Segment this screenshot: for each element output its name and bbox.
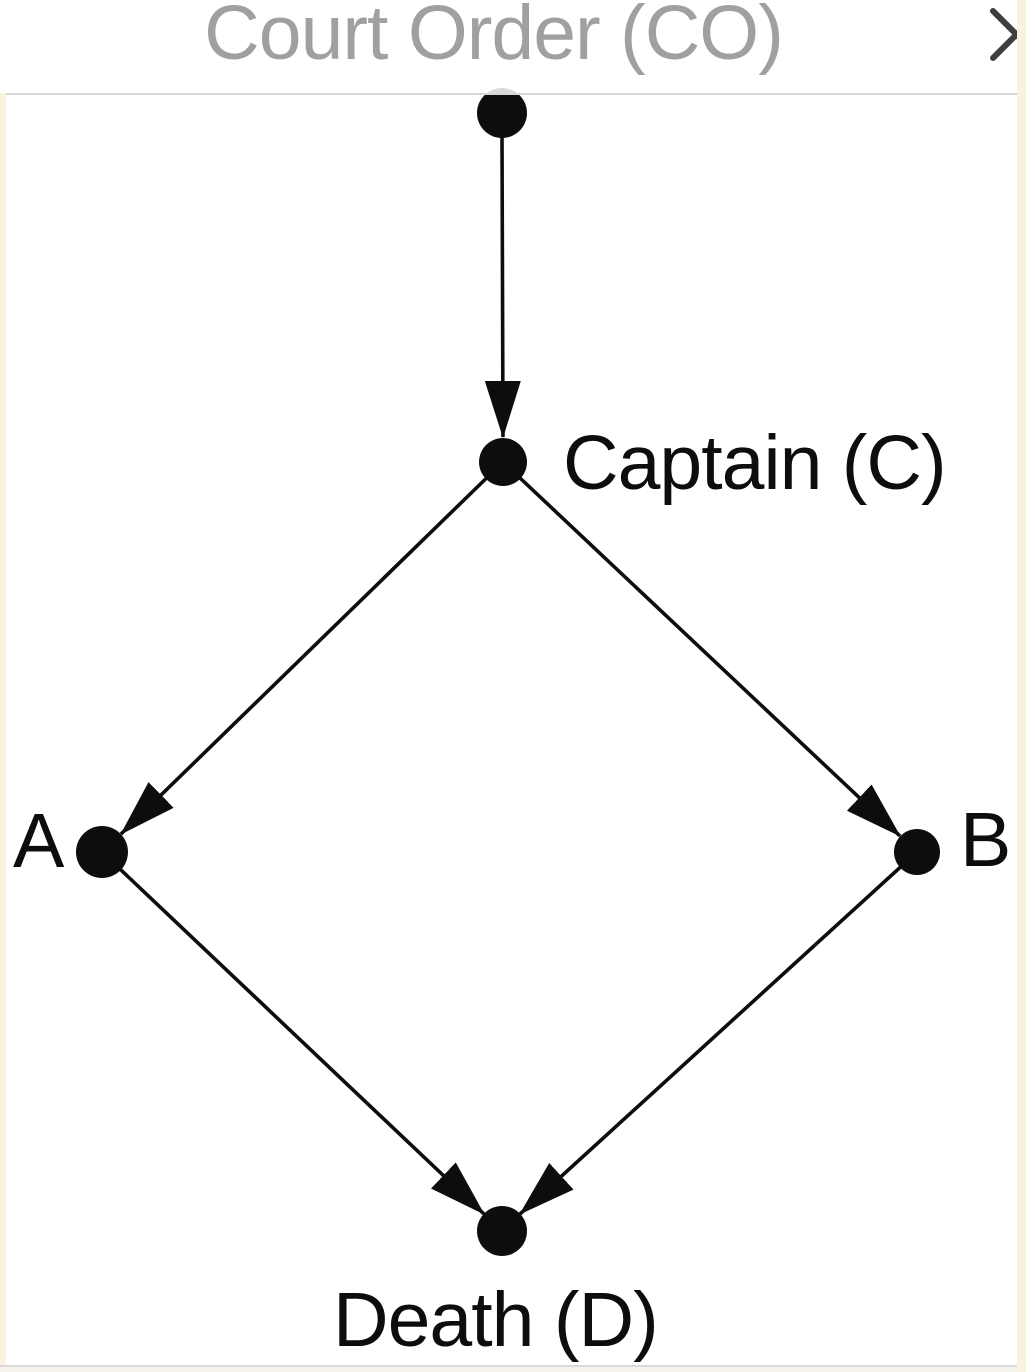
- node-court-order[interactable]: [477, 88, 527, 138]
- close-icon[interactable]: [988, 7, 1026, 63]
- edge-a-to-death[interactable]: [100, 850, 486, 1216]
- page-title: Court Order (CO): [204, 0, 784, 76]
- bottom-edge-strip: [0, 1365, 1026, 1372]
- edge-court-order-to-captain[interactable]: [484, 135, 521, 438]
- node-label-b: B: [960, 797, 1011, 883]
- node-label-death: Death (D): [333, 1277, 659, 1363]
- node-label-a: A: [13, 798, 64, 884]
- header-bar: Court Order (CO): [0, 0, 1026, 95]
- node-b[interactable]: [894, 829, 940, 875]
- right-edge-strip: [1017, 0, 1026, 1372]
- edge-captain-to-b[interactable]: [501, 460, 902, 838]
- node-label-captain: Captain (C): [563, 420, 947, 506]
- edge-captain-to-a[interactable]: [119, 460, 505, 836]
- node-captain[interactable]: [479, 438, 527, 486]
- node-a[interactable]: [76, 826, 128, 878]
- left-edge-strip: [0, 93, 6, 1365]
- node-death[interactable]: [477, 1206, 527, 1256]
- edge-b-to-death[interactable]: [518, 850, 919, 1216]
